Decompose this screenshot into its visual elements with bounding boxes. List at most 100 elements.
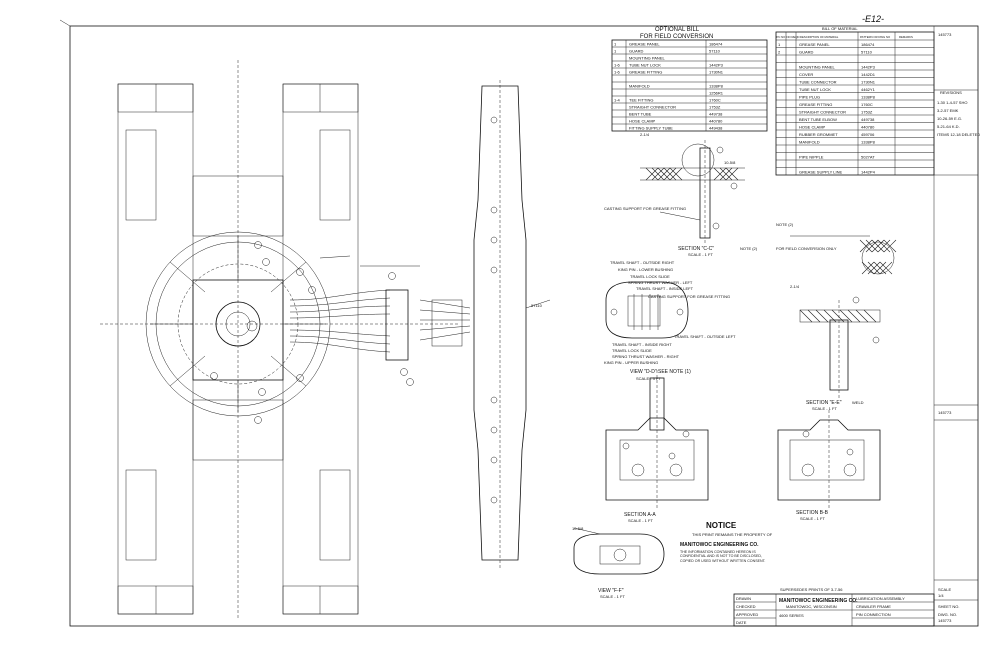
ob-qty: 1 (614, 48, 617, 53)
revision-entry: 3-2-57 EMK (937, 108, 959, 113)
bom-item: RUBBER GROMMET (799, 132, 838, 137)
svg-text:57110: 57110 (531, 303, 543, 308)
sheet-code: -E12- (862, 14, 884, 24)
title-block: SUPERSEDES PRINTS OF 3-7-56 DRAWN CHECKE… (733, 587, 935, 627)
section-aa-title: SECTION A-A (624, 512, 656, 518)
sheet-no-label: SHEET NO. (938, 604, 960, 609)
revision-entry: 5-21-64 K.D. (937, 124, 960, 129)
ob-qty: 1-4 (614, 97, 621, 102)
ob-qty: 1-6 (614, 62, 621, 67)
drawn-label: DRAWN (736, 596, 751, 601)
tb-model: 4600 SERIES (779, 613, 804, 618)
bom-item: BENT TUBE ELBOW (799, 117, 837, 122)
tb-company: MANITOWOC ENGINEERING CO. (779, 598, 858, 604)
ob-part: 1730N1 (709, 69, 724, 74)
side-dwg-no: 145773 (938, 32, 952, 37)
notice-body-wrap: THE INFORMATION CONTAINED HEREON IS CONF… (680, 550, 765, 563)
bom-part: 57110 (861, 50, 873, 55)
bom-part: 1730N1 (861, 80, 876, 85)
callout-outside-right: TRAVEL SHAFT - OUTSIDE RIGHT (610, 260, 675, 265)
section-ee-view: NOTE (2) FOR FIELD CONVERSION ONLY 2-1/4… (776, 222, 897, 411)
bom-item: TUBE CONNECTOR (799, 80, 837, 85)
revision-entry: 1-30 1-4-57 SHO (937, 100, 967, 105)
bom-item: MANIFOLD (799, 140, 820, 145)
side-elevation-view: 57110 (419, 80, 551, 570)
section-cc-dim-2: 10-5/8 (724, 160, 736, 165)
casting-support-2: CASTING SUPPORT FOR GREASE FITTING (648, 294, 730, 299)
ob-item: GUARD (629, 48, 644, 53)
ob-item: MANIFOLD (629, 83, 650, 88)
casting-support-callout: CASTING SUPPORT FOR GREASE FITTING (604, 206, 686, 211)
tb-location: MANITOWOC, WISCONSIN (786, 604, 837, 609)
ob-item: TUBE NUT LOCK (629, 62, 661, 67)
ob-item: BENT TUBE (629, 111, 652, 116)
svg-text:NO REQD: NO REQD (787, 35, 800, 39)
bom-part: 1442D1 (861, 72, 876, 77)
ob-qty: 1-6 (614, 69, 621, 74)
revision-entry: ITEMS 12-18 DELETED (937, 132, 980, 137)
notice-block: NOTICE THIS PRINT REMAINS THE PROPERTY O… (680, 521, 773, 563)
bom-item: STRAIGHT CONNECTOR (799, 110, 846, 115)
checked-label: CHECKED (736, 604, 756, 609)
bom-title: BILL OF MATERIAL (822, 26, 858, 31)
bom-item: MOUNTING PANEL (799, 65, 835, 70)
section-ee-title: SECTION "E-E" (806, 400, 842, 406)
weld-tag: WELD (852, 400, 864, 405)
bom-item: GREASE PANEL (799, 42, 830, 47)
bom-item: TUBE NUT LOCK (799, 87, 831, 92)
view-dd: TRAVEL SHAFT - OUTSIDE RIGHT KING PIN - … (604, 260, 736, 381)
svg-text:PATTERN OR DWG NO: PATTERN OR DWG NO (860, 35, 891, 39)
tb-ref: PIN CONNECTION (856, 612, 891, 617)
bom-part: 1442P4 (861, 170, 876, 175)
ob-part: 1256R1 (709, 90, 724, 95)
section-bb-title: SECTION B-B (796, 510, 829, 516)
ob-part: 1338P8 (709, 83, 724, 88)
section-cc-scale: SCALE - 1 FT (688, 252, 713, 257)
notice-line1: THIS PRINT REMAINS THE PROPERTY OF (692, 532, 773, 537)
ob-item: TEE FITTING (629, 97, 653, 102)
bom-part: 186474 (861, 42, 875, 47)
section-ee-scale: SCALE - 1 FT (812, 406, 837, 411)
view-ff-dim: 10-5/8 (572, 526, 584, 531)
callout-lock-slide: TRAVEL LOCK SLIDE (630, 274, 670, 279)
callout-king-pin-lower: KING PIN - LOWER BUSHING (618, 267, 673, 272)
bill-of-material-table: BILL OF MATERIAL PC NO NO REQD DESCRIPTI… (775, 26, 935, 176)
revision-entry: 10-26-59 E.G. (937, 116, 962, 121)
ob-item: GREASE FITTING (629, 69, 662, 74)
callout-king-pin-upper: KING PIN - UPPER BUSHING (604, 360, 658, 365)
ob-part: 449438 (709, 125, 723, 130)
view-ff-title: VIEW "F-F" (598, 588, 624, 594)
svg-text:PC NO: PC NO (777, 35, 787, 39)
bom-pc: 2 (778, 50, 781, 55)
section-cc-dim: 2-1/4 (640, 132, 650, 137)
callout-lock-slide-2: TRAVEL LOCK SLIDE (612, 348, 652, 353)
bom-part: 1338P8 (861, 140, 876, 145)
bom-item: GREASE SUPPLY LINE (799, 170, 843, 175)
bom-item: HOSE CLAMP (799, 125, 826, 130)
view-ff: 10-5/8 VIEW "F-F" SCALE - 1 FT (572, 526, 665, 599)
ob-item: GREASE PANEL (629, 41, 660, 46)
bom-part: 5027AT (861, 155, 875, 160)
note-2-label: NOTE (2) (776, 222, 794, 227)
section-ee-dim: 2-1/4 (790, 284, 800, 289)
dwg-no-value: 145773 (938, 618, 952, 623)
note-2-text: FOR FIELD CONVERSION ONLY (776, 246, 837, 251)
section-bb-view: SECTION B-B SCALE - 1 FT (777, 410, 881, 521)
bom-pc: 1 (778, 42, 781, 47)
bom-part: 449738 (861, 117, 875, 122)
bom-item: PIPE NIPPLE (799, 155, 824, 160)
bom-item: GUARD (799, 50, 814, 55)
bom-part: 1442P3 (861, 65, 876, 70)
ob-item: FITTING SUPPLY TUBE (629, 125, 673, 130)
dwg-no-label: DWG. NO. (938, 612, 957, 617)
bom-part: 1338P8 (861, 95, 876, 100)
bom-part: 1760C (861, 102, 873, 107)
notice-company: MANITOWOC ENGINEERING CO. (680, 542, 759, 548)
bom-part: 4462Y1 (861, 87, 876, 92)
ob-part: 57110 (709, 48, 721, 53)
ob-qty: 1 (614, 41, 617, 46)
svg-text:REMARKS: REMARKS (899, 35, 913, 39)
scale-value: 1/4 (938, 593, 944, 598)
